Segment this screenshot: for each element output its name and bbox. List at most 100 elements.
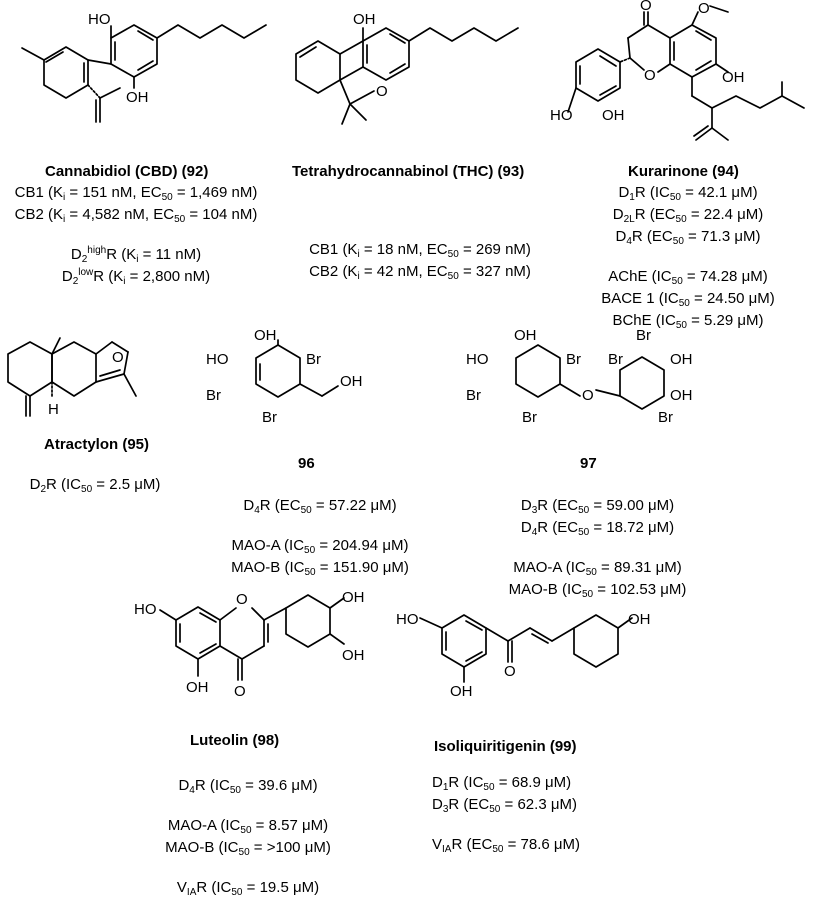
activity-row: CB1 (Ki = 18 nM, EC50 = 269 nM) (295, 239, 545, 261)
activity-text: 50 (447, 249, 459, 260)
activity-text: R (EC (634, 206, 676, 223)
activity-text: i (63, 192, 66, 203)
activity-row: D2highR (Ki = 11 nM) (2, 244, 270, 266)
activity-text: = 18 nM, EC (359, 241, 448, 258)
activity-text: 50 (678, 298, 690, 309)
activity-text: 50 (492, 844, 504, 855)
activity-row: D2LR (EC50 = 22.4 μM) (570, 204, 806, 226)
activity-text: = 327 nM) (458, 263, 531, 280)
activity-text: 50 (671, 276, 683, 287)
activity-text: = 5.29 μM) (686, 312, 764, 329)
activity-text: D (432, 774, 443, 791)
atom-label: OH (186, 679, 209, 696)
structure-luteolin: OH OH HO O OH O (134, 589, 365, 700)
activity-text: = 39.6 μM) (240, 777, 318, 794)
activity-row: D2R (IC50 = 2.5 μM) (10, 474, 180, 496)
activity-text: IA (186, 887, 197, 898)
activity-text: D (520, 497, 532, 514)
activity-row: D4R (EC50 = 18.72 μM) (495, 517, 700, 539)
activity-text: 50 (229, 785, 241, 796)
row-spacer (570, 248, 806, 266)
activity-text: D (612, 206, 624, 223)
activity-text: 4 (531, 527, 538, 538)
activity-text: CB1 (K (14, 184, 64, 201)
activity-text: 50 (174, 214, 186, 225)
activity-text: D (520, 519, 532, 536)
atom-label: Br (566, 351, 581, 368)
activity-text: 50 (238, 847, 250, 858)
atom-label: OH (126, 89, 149, 106)
activity-text: 4 (254, 505, 260, 516)
atom-label: O (504, 663, 516, 680)
activity-text: IA (442, 844, 452, 855)
activity-row: D3R (EC50 = 62.3 μM) (432, 794, 612, 816)
activity-text: BACE 1 (IC (601, 290, 679, 307)
activity-text: 50 (578, 527, 590, 538)
atom-label: OH (670, 387, 693, 404)
atom-label: OH (722, 69, 745, 86)
activity-row: VIAR (EC50 = 78.6 μM) (432, 834, 612, 856)
compound-name: Isoliquiritigenin (99) (434, 738, 577, 755)
atom-label: HO (466, 351, 489, 368)
compound-name: Kurarinone (94) (628, 163, 739, 180)
activity-text: R (IC (46, 476, 82, 493)
activity-row: MAO-A (IC50 = 89.31 μM) (495, 557, 700, 579)
activity-row: MAO-B (IC50 = 151.90 μM) (220, 557, 420, 579)
atom-label: Br (262, 409, 277, 426)
activity-text: = 204.94 μM) (315, 537, 409, 554)
activity-text: R (IC (194, 777, 230, 794)
activity-text: = 151 nM, EC (65, 184, 162, 201)
compound-name: Luteolin (98) (190, 732, 280, 749)
activity-text: 50 (675, 320, 687, 331)
activity-text: 50 (240, 825, 252, 836)
activity-row: D2lowR (Ki = 2,800 nM) (2, 266, 270, 288)
activity-text: D (61, 268, 73, 285)
activity-text: R (EC (451, 836, 493, 853)
activity-text: D (432, 796, 443, 813)
activity-text: R (EC (631, 228, 673, 245)
atom-label: O (236, 591, 248, 608)
activity-text: i (63, 214, 66, 225)
activity-text: i (123, 276, 126, 287)
activity-text: AChE (IC (608, 268, 672, 285)
activity-list: D1R (IC50 = 68.9 μM)D3R (EC50 = 62.3 μM)… (432, 772, 612, 856)
activity-text: BChE (IC (612, 312, 676, 329)
activity-row: MAO-A (IC50 = 8.57 μM) (150, 815, 346, 837)
activity-text: = >100 μM) (249, 839, 331, 856)
activity-text: = 68.9 μM) (494, 774, 572, 791)
structure-kurarinone: O O O OH HO OH (550, 0, 805, 141)
activity-text: D (243, 497, 255, 514)
activity-text: R (EC (259, 497, 301, 514)
atom-label: O (582, 387, 594, 404)
compound-name: Atractylon (95) (44, 436, 150, 453)
activity-row: D3R (EC50 = 59.00 μM) (495, 495, 700, 517)
structure-97: OH HO Br Br Br O Br Br OH OH Br Br (466, 327, 693, 426)
activity-text: D (70, 246, 82, 263)
atom-label: HO (88, 11, 111, 28)
activity-row: CB2 (Ki = 4,582 nM, EC50 = 104 nM) (2, 204, 270, 226)
atom-label: OH (254, 327, 277, 344)
activity-text: = 1,469 nM) (172, 184, 258, 201)
activity-row: MAO-B (IC50 = 102.53 μM) (495, 579, 700, 601)
activity-list: CB1 (Ki = 151 nM, EC50 = 1,469 nM)CB2 (K… (2, 182, 270, 288)
row-spacer (220, 517, 420, 535)
compound-name: 96 (298, 455, 315, 472)
activity-text: 50 (300, 505, 312, 516)
activity-text: D (29, 476, 41, 493)
activity-text: 2 (40, 484, 47, 495)
row-spacer (150, 859, 346, 877)
activity-list: D2R (IC50 = 2.5 μM) (10, 474, 180, 496)
activity-row: D1R (IC50 = 42.1 μM) (570, 182, 806, 204)
activity-text: 1 (442, 782, 449, 793)
activity-row: BACE 1 (IC50 = 24.50 μM) (570, 288, 806, 310)
atom-label: HO (134, 601, 157, 618)
activity-text: CB2 (K (309, 263, 358, 280)
activity-text: = 18.72 μM) (589, 519, 675, 536)
activity-row: D4R (IC50 = 39.6 μM) (150, 775, 346, 797)
activity-row: D1R (IC50 = 68.9 μM) (432, 772, 612, 794)
atom-label: OH (514, 327, 537, 344)
activity-list: D4R (EC50 = 57.22 μM)MAO-A (IC50 = 204.9… (220, 495, 420, 579)
activity-text: = 71.3 μM) (683, 228, 761, 245)
atom-label: Br (206, 387, 221, 404)
